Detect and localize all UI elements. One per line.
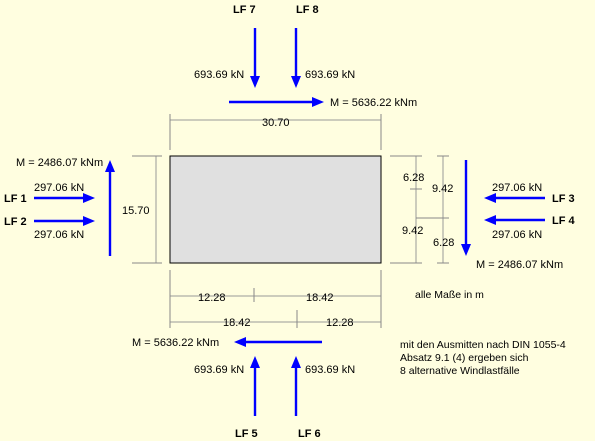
moment-right-label: M = 2486.07 kNm bbox=[476, 259, 563, 271]
note-line-2: Absatz 9.1 (4) ergeben sich bbox=[400, 352, 529, 364]
arrow-lf6 bbox=[291, 356, 301, 416]
arrow-lf3 bbox=[484, 193, 545, 203]
moment-arrow-left bbox=[105, 160, 115, 256]
moment-bottom-label: M = 5636.22 kNm bbox=[132, 337, 219, 349]
label-lf1: LF 1 bbox=[4, 193, 27, 205]
label-lf2: LF 2 bbox=[4, 216, 27, 228]
moment-top-label: M = 5636.22 kNm bbox=[330, 97, 417, 109]
dim-bottom-row2-left: 18.42 bbox=[223, 317, 251, 329]
dimension-height-left bbox=[132, 155, 162, 264]
label-lf4: LF 4 bbox=[552, 215, 575, 227]
units-note: alle Maße in m bbox=[415, 289, 484, 301]
dim-right-upper-outer: 6.28 bbox=[403, 172, 424, 184]
label-lf5: LF 5 bbox=[235, 428, 258, 440]
dimension-right-inner bbox=[416, 155, 449, 264]
label-lf3: LF 3 bbox=[552, 193, 575, 205]
arrow-lf4 bbox=[484, 215, 545, 225]
force-top-left: 693.69 kN bbox=[194, 69, 244, 81]
force-left-2: 297.06 kN bbox=[34, 229, 84, 241]
dimension-right-outer bbox=[390, 155, 422, 264]
arrow-lf8 bbox=[291, 28, 301, 88]
force-left-1: 297.06 kN bbox=[34, 182, 84, 194]
dimension-bottom-row2 bbox=[169, 300, 382, 328]
moment-arrow-bottom bbox=[234, 337, 322, 347]
foundation-rectangle bbox=[169, 155, 382, 264]
label-lf7: LF 7 bbox=[233, 4, 256, 16]
moment-arrow-right bbox=[461, 160, 471, 256]
force-right-4: 297.06 kN bbox=[492, 229, 542, 241]
force-bottom-right: 693.69 kN bbox=[305, 364, 355, 376]
dim-bottom-row1-left: 12.28 bbox=[198, 292, 226, 304]
arrow-lf2 bbox=[34, 216, 95, 226]
moment-left-label: M = 2486.07 kNm bbox=[16, 157, 103, 169]
dimension-bottom-row1 bbox=[169, 270, 382, 302]
note-line-1: mit den Ausmitten nach DIN 1055-4 bbox=[400, 339, 566, 351]
dim-right-upper-inner: 9.42 bbox=[432, 183, 453, 195]
note-line-3: 8 alternative Windlastfälle bbox=[400, 365, 520, 377]
force-right-3: 297.06 kN bbox=[492, 182, 542, 194]
force-top-right: 693.69 kN bbox=[305, 69, 355, 81]
moment-arrow-top bbox=[229, 97, 324, 107]
arrow-lf1 bbox=[34, 193, 95, 203]
dim-right-lower-inner: 9.42 bbox=[402, 225, 423, 237]
label-lf8: LF 8 bbox=[296, 4, 319, 16]
arrow-lf7 bbox=[250, 28, 260, 88]
force-bottom-left: 693.69 kN bbox=[194, 364, 244, 376]
dim-bottom-row1-right: 18.42 bbox=[306, 292, 334, 304]
dim-bottom-row2-right: 12.28 bbox=[326, 317, 354, 329]
dim-width: 30.70 bbox=[262, 117, 290, 129]
dim-right-lower-outer: 6.28 bbox=[433, 237, 454, 249]
arrow-lf5 bbox=[250, 356, 260, 416]
dimension-width-top bbox=[169, 114, 382, 150]
dim-height: 15.70 bbox=[122, 205, 150, 217]
label-lf6: LF 6 bbox=[298, 428, 321, 440]
